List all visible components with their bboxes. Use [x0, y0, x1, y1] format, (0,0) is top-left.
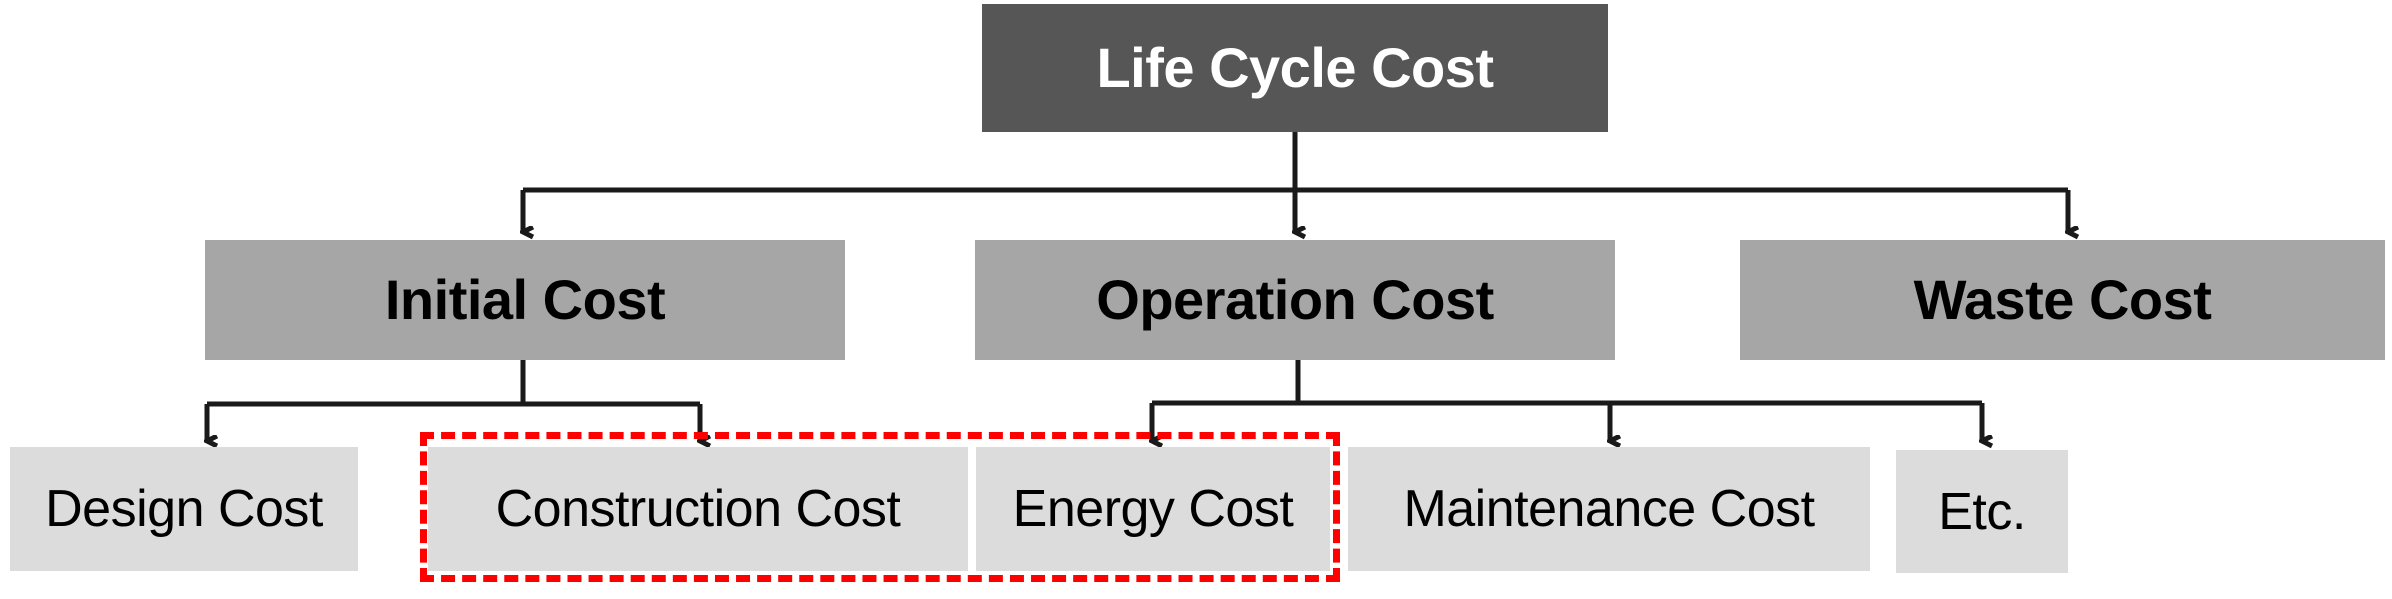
- node-initial-cost[interactable]: Initial Cost: [205, 240, 845, 360]
- node-life-cycle-cost[interactable]: Life Cycle Cost: [982, 4, 1608, 132]
- connector-root-to-level2: [523, 132, 2068, 232]
- node-etc[interactable]: Etc.: [1896, 450, 2068, 573]
- connector-operation-cost-children: [1152, 360, 1982, 441]
- node-maintenance-cost[interactable]: Maintenance Cost: [1348, 447, 1870, 571]
- node-waste-cost[interactable]: Waste Cost: [1740, 240, 2385, 360]
- node-operation-cost[interactable]: Operation Cost: [975, 240, 1615, 360]
- node-energy-cost[interactable]: Energy Cost: [976, 447, 1330, 571]
- node-design-cost[interactable]: Design Cost: [10, 447, 358, 571]
- node-construction-cost[interactable]: Construction Cost: [428, 447, 968, 571]
- connector-initial-cost-children: [207, 360, 700, 441]
